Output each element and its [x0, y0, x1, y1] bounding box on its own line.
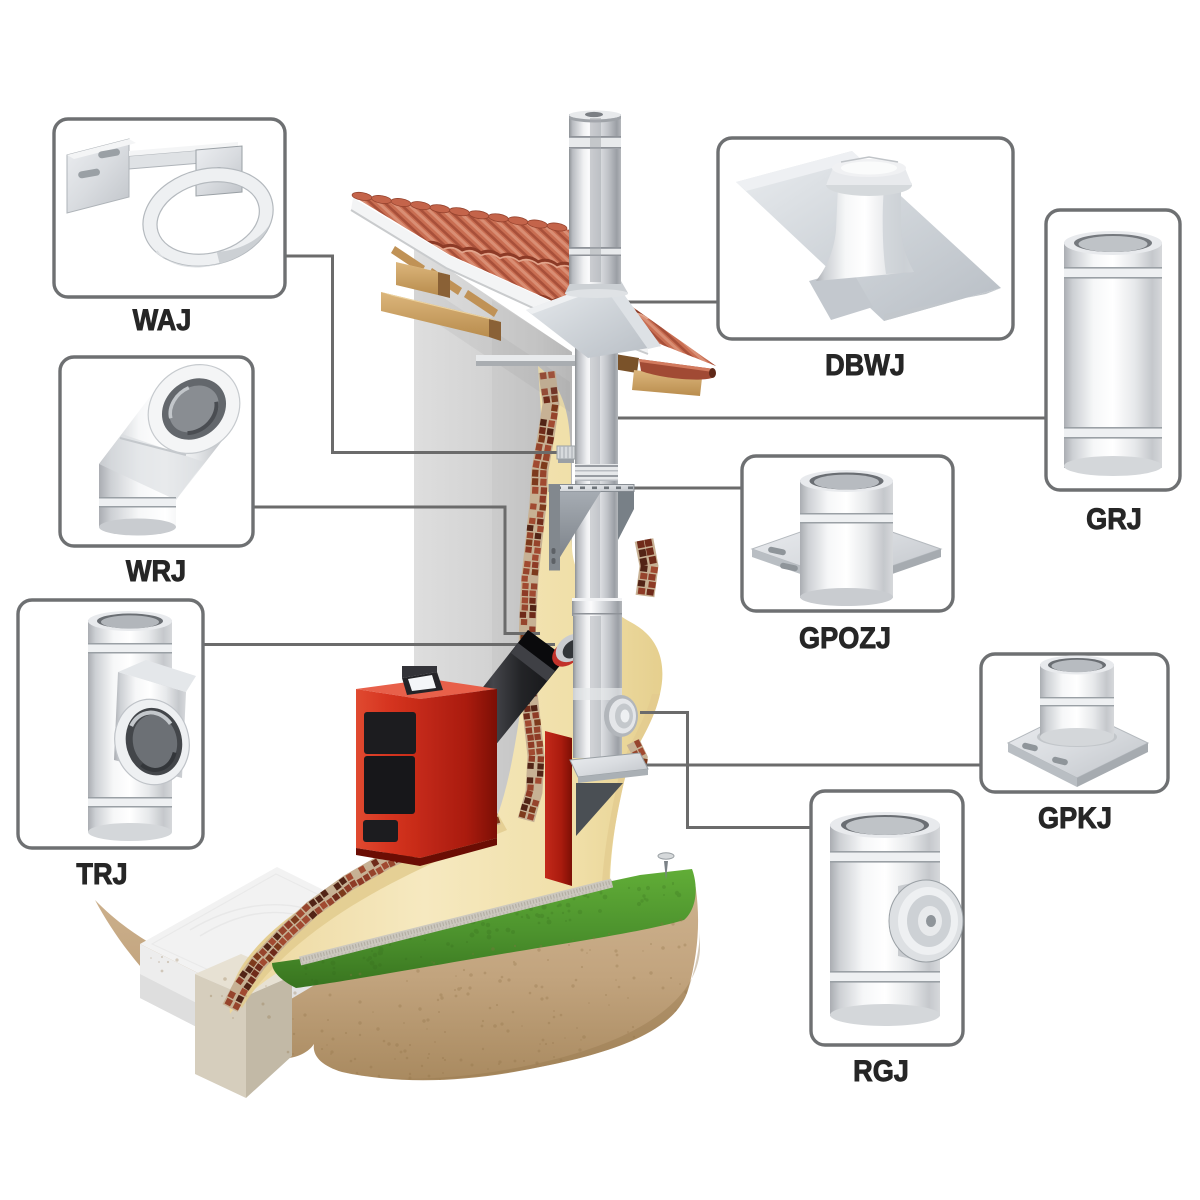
svg-text:RGJ: RGJ: [853, 1055, 909, 1088]
svg-text:WRJ: WRJ: [126, 555, 186, 588]
svg-text:WAJ: WAJ: [133, 304, 192, 337]
svg-text:GPKJ: GPKJ: [1038, 802, 1112, 835]
svg-text:GRJ: GRJ: [1086, 503, 1142, 536]
svg-text:DBWJ: DBWJ: [825, 349, 905, 382]
svg-text:GPOZJ: GPOZJ: [799, 622, 891, 655]
svg-text:TRJ: TRJ: [76, 858, 127, 891]
